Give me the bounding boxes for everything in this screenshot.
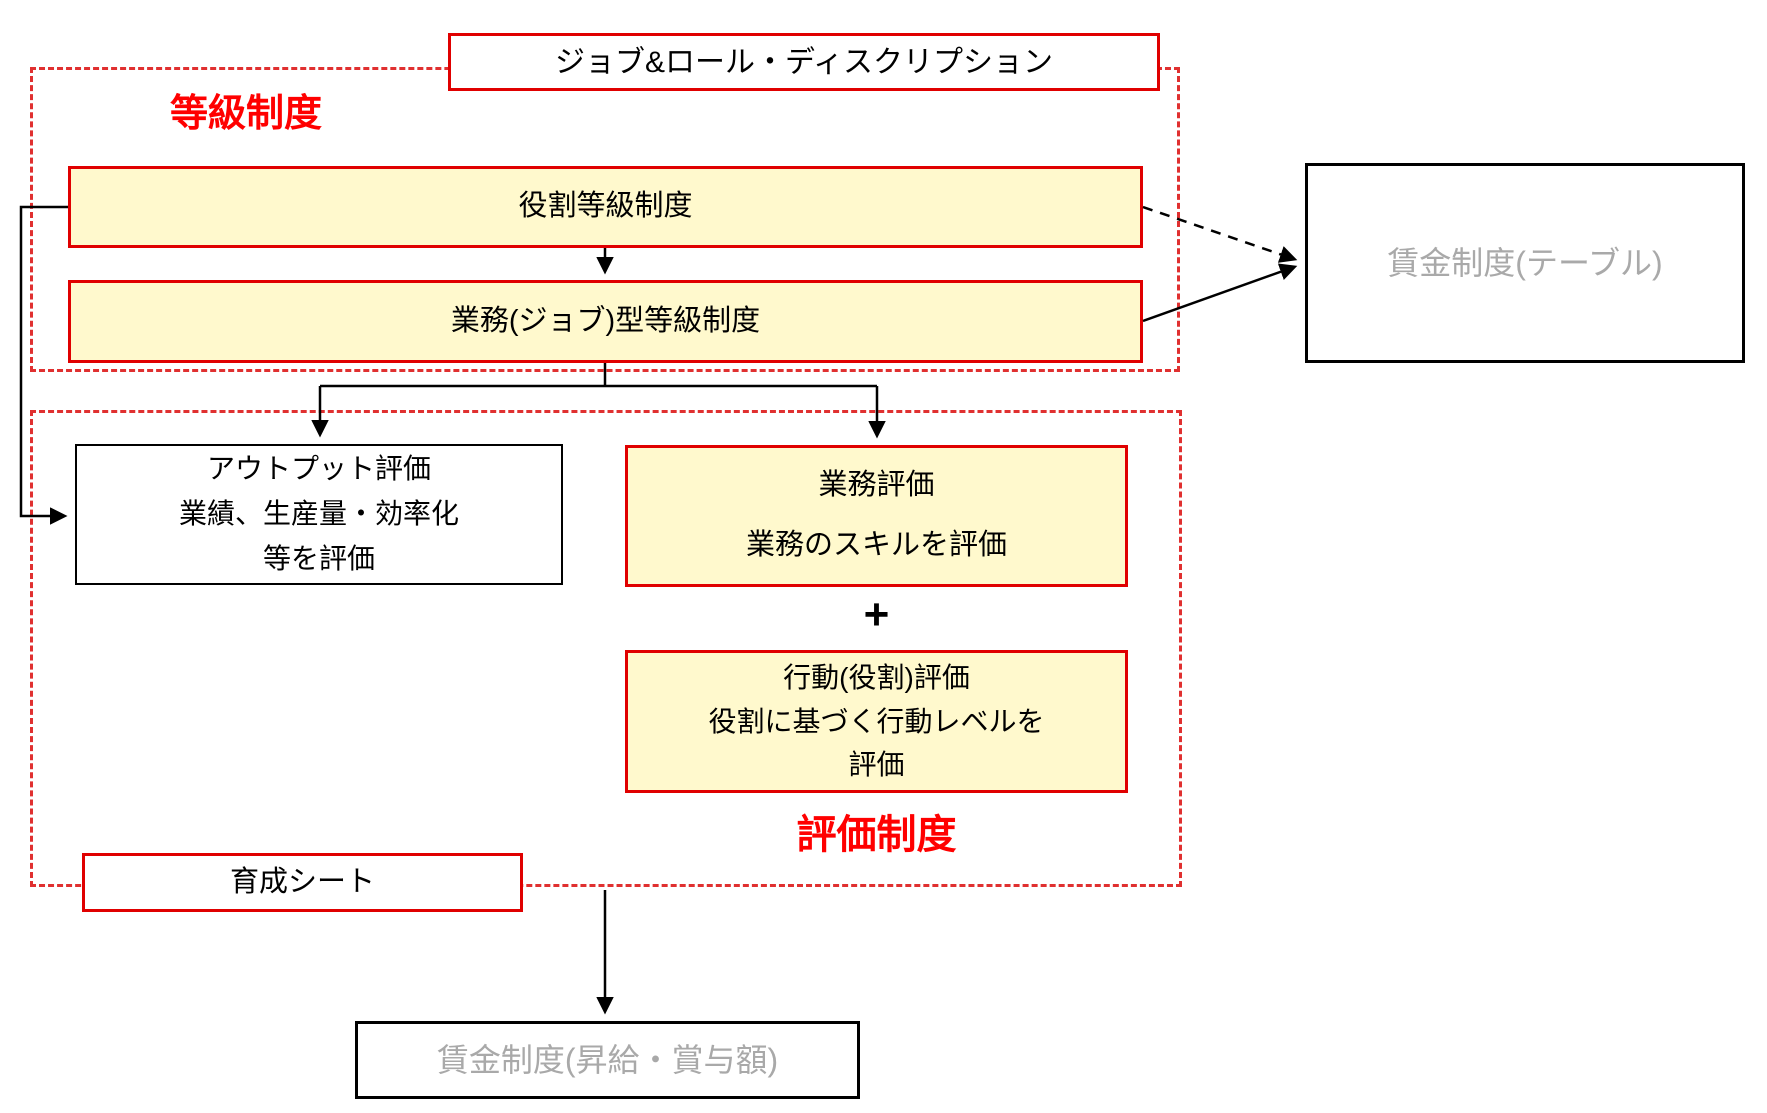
output-evaluation-line2: 業績、生産量・効率化 (178, 498, 459, 530)
job-role-description-box: ジョブ&ロール・ディスクリプション (448, 33, 1160, 91)
development-sheet-text: 育成シート (229, 865, 375, 898)
development-sheet-box: 育成シート (82, 853, 523, 912)
job-grade-system-text: 業務(ジョブ)型等級制度 (450, 304, 761, 337)
job-grade-system-box: 業務(ジョブ)型等級制度 (68, 280, 1143, 363)
grade-system-label: 等級制度 (170, 93, 323, 135)
wage-system-table-text: 賃金制度(テーブル) (1387, 245, 1663, 281)
evaluation-system-section-frame (30, 410, 1182, 887)
output-evaluation-box: アウトプット評価 業績、生産量・効率化 等を評価 (75, 444, 563, 585)
output-evaluation-line1: アウトプット評価 (206, 453, 431, 485)
role-grade-system-box: 役割等級制度 (68, 166, 1143, 248)
task-evaluation-box: 業務評価 業務のスキルを評価 (625, 445, 1128, 587)
task-evaluation-line2: 業務のスキルを評価 (745, 529, 1007, 562)
plus-sign: + (863, 590, 890, 639)
wage-system-table-box: 賃金制度(テーブル) (1305, 163, 1745, 363)
evaluation-system-label: 評価制度 (796, 813, 957, 857)
behavior-evaluation-line1: 行動(役割)評価 (783, 662, 970, 694)
behavior-evaluation-line2: 役割に基づく行動レベルを (708, 705, 1045, 737)
output-evaluation-line3: 等を評価 (262, 542, 375, 574)
behavior-evaluation-line3: 評価 (848, 749, 905, 781)
job-role-description-text: ジョブ&ロール・ディスクリプション (555, 45, 1053, 79)
role-grade-system-text: 役割等級制度 (518, 190, 693, 223)
wage-system-raise-bonus-text: 賃金制度(昇給・賞与額) (436, 1042, 779, 1078)
task-evaluation-line1: 業務評価 (818, 469, 935, 502)
behavior-evaluation-box: 行動(役割)評価 役割に基づく行動レベルを 評価 (625, 650, 1128, 793)
wage-system-raise-bonus-box: 賃金制度(昇給・賞与額) (355, 1021, 860, 1099)
